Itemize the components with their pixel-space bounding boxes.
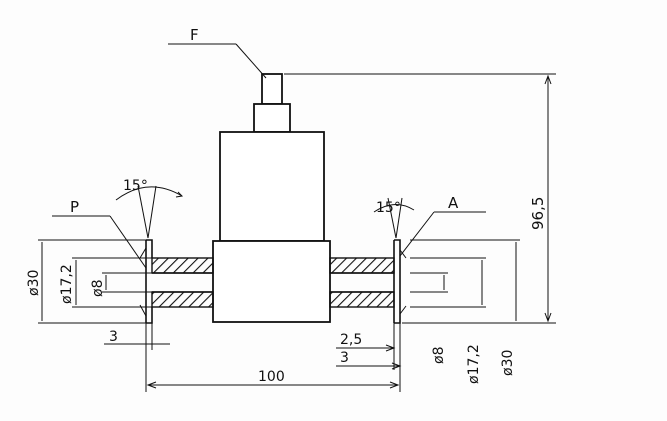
label-left-dia-inner: ø8 xyxy=(90,280,106,297)
a-leader xyxy=(399,211,486,257)
sensor-housing xyxy=(219,131,325,242)
left-pipe xyxy=(151,257,214,308)
label-f: F xyxy=(190,26,199,44)
f-leader xyxy=(168,43,267,79)
left-flange xyxy=(139,239,153,324)
label-left-dia-outer: ø30 xyxy=(26,270,42,296)
left-angle-mark xyxy=(115,185,184,239)
label-right-gap: 2,5 xyxy=(340,332,362,348)
sensor-base-block xyxy=(212,240,331,323)
right-pipe xyxy=(329,257,395,308)
label-left-flange: 3 xyxy=(109,329,118,345)
sensor-stem-collar xyxy=(253,103,291,133)
p-leader xyxy=(52,215,147,269)
right-diameter-dims xyxy=(410,239,520,324)
right-angle-mark xyxy=(373,197,415,239)
label-right-dia-mid: ø17,2 xyxy=(466,344,482,384)
width-dimension xyxy=(146,323,401,392)
label-left-dia-mid: ø17,2 xyxy=(59,264,75,304)
label-width: 100 xyxy=(258,369,285,385)
label-right-dia-inner: ø8 xyxy=(431,347,447,364)
label-p: P xyxy=(70,198,79,216)
right-flange xyxy=(393,239,407,324)
label-right-flange: 3 xyxy=(340,350,349,366)
label-right-dia-outer: ø30 xyxy=(500,350,516,376)
left-diameter-dims xyxy=(38,239,152,324)
label-a: A xyxy=(448,194,459,212)
label-angle-left: 15° xyxy=(123,178,148,194)
right-gap-dim xyxy=(336,323,402,370)
left-flange-dim xyxy=(104,323,170,392)
label-height: 96,5 xyxy=(529,197,547,230)
label-angle-right: 15° xyxy=(376,200,401,216)
sensor-stem-top xyxy=(261,73,283,105)
